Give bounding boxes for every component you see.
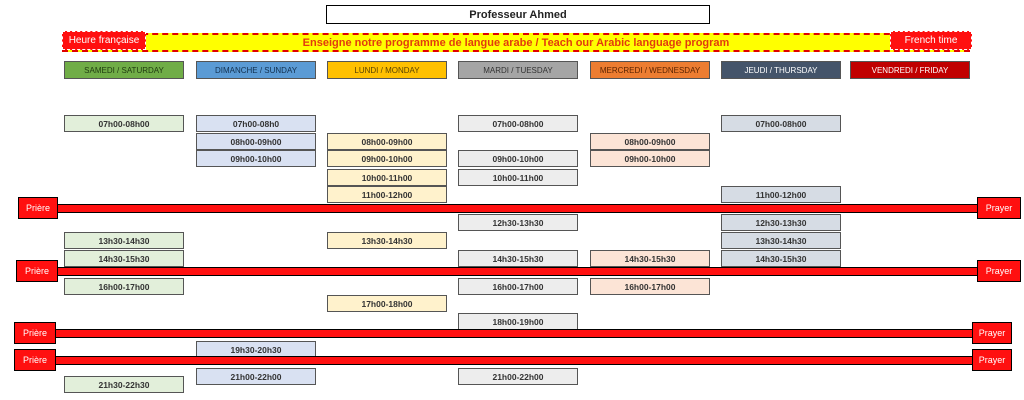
slot-tuesday: 09h00-10h00	[458, 150, 578, 167]
day-header-tuesday: MARDI / TUESDAY	[458, 61, 578, 79]
slot-sunday: 21h00-22h00	[196, 368, 316, 385]
page-title: Professeur Ahmed	[326, 5, 710, 24]
slot-wednesday: 14h30-15h30	[590, 250, 710, 267]
prayer-label-en: Prayer	[977, 260, 1021, 282]
slot-monday: 10h00-11h00	[327, 169, 447, 186]
slot-saturday: 16h00-17h00	[64, 278, 184, 295]
slot-saturday: 14h30-15h30	[64, 250, 184, 267]
prayer-label-fr: Prière	[14, 322, 56, 344]
prayer-bar	[20, 267, 1004, 276]
banner-french-time-label: Heure française	[62, 31, 146, 50]
day-header-sunday: DIMANCHE / SUNDAY	[196, 61, 316, 79]
prayer-bar	[20, 329, 1004, 338]
slot-sunday: 07h00-08h0	[196, 115, 316, 132]
day-header-wednesday: MERCREDI / WEDNESDAY	[590, 61, 710, 79]
slot-saturday: 07h00-08h00	[64, 115, 184, 132]
prayer-label-en: Prayer	[972, 349, 1012, 371]
program-banner: Enseigne notre programme de langue arabe…	[62, 33, 970, 52]
slot-sunday: 08h00-09h00	[196, 133, 316, 150]
slot-wednesday: 09h00-10h00	[590, 150, 710, 167]
slot-wednesday: 08h00-09h00	[590, 133, 710, 150]
day-header-saturday: SAMEDI / SATURDAY	[64, 61, 184, 79]
slot-thursday: 11h00-12h00	[721, 186, 841, 203]
day-header-friday: VENDREDI / FRIDAY	[850, 61, 970, 79]
slot-monday: 09h00-10h00	[327, 150, 447, 167]
prayer-bar	[20, 204, 1004, 213]
slot-tuesday: 12h30-13h30	[458, 214, 578, 231]
slot-thursday: 13h30-14h30	[721, 232, 841, 249]
slot-tuesday: 10h00-11h00	[458, 169, 578, 186]
prayer-bar	[20, 356, 1004, 365]
slot-tuesday: 14h30-15h30	[458, 250, 578, 267]
prayer-label-en: Prayer	[972, 322, 1012, 344]
day-header-monday: LUNDI / MONDAY	[327, 61, 447, 79]
slot-tuesday: 07h00-08h00	[458, 115, 578, 132]
prayer-label-fr: Prière	[14, 349, 56, 371]
slot-tuesday: 16h00-17h00	[458, 278, 578, 295]
slot-monday: 11h00-12h00	[327, 186, 447, 203]
banner-french-time-label-en: French time	[890, 31, 972, 50]
prayer-label-fr: Prière	[18, 197, 58, 219]
slot-tuesday: 21h00-22h00	[458, 368, 578, 385]
slot-sunday: 09h00-10h00	[196, 150, 316, 167]
slot-saturday: 13h30-14h30	[64, 232, 184, 249]
slot-tuesday: 18h00-19h00	[458, 313, 578, 330]
slot-saturday: 21h30-22h30	[64, 376, 184, 393]
slot-thursday: 12h30-13h30	[721, 214, 841, 231]
slot-thursday: 07h00-08h00	[721, 115, 841, 132]
prayer-label-fr: Prière	[16, 260, 58, 282]
day-header-thursday: JEUDI / THURSDAY	[721, 61, 841, 79]
slot-monday: 17h00-18h00	[327, 295, 447, 312]
slot-monday: 13h30-14h30	[327, 232, 447, 249]
prayer-label-en: Prayer	[977, 197, 1021, 219]
slot-monday: 08h00-09h00	[327, 133, 447, 150]
slot-wednesday: 16h00-17h00	[590, 278, 710, 295]
slot-thursday: 14h30-15h30	[721, 250, 841, 267]
